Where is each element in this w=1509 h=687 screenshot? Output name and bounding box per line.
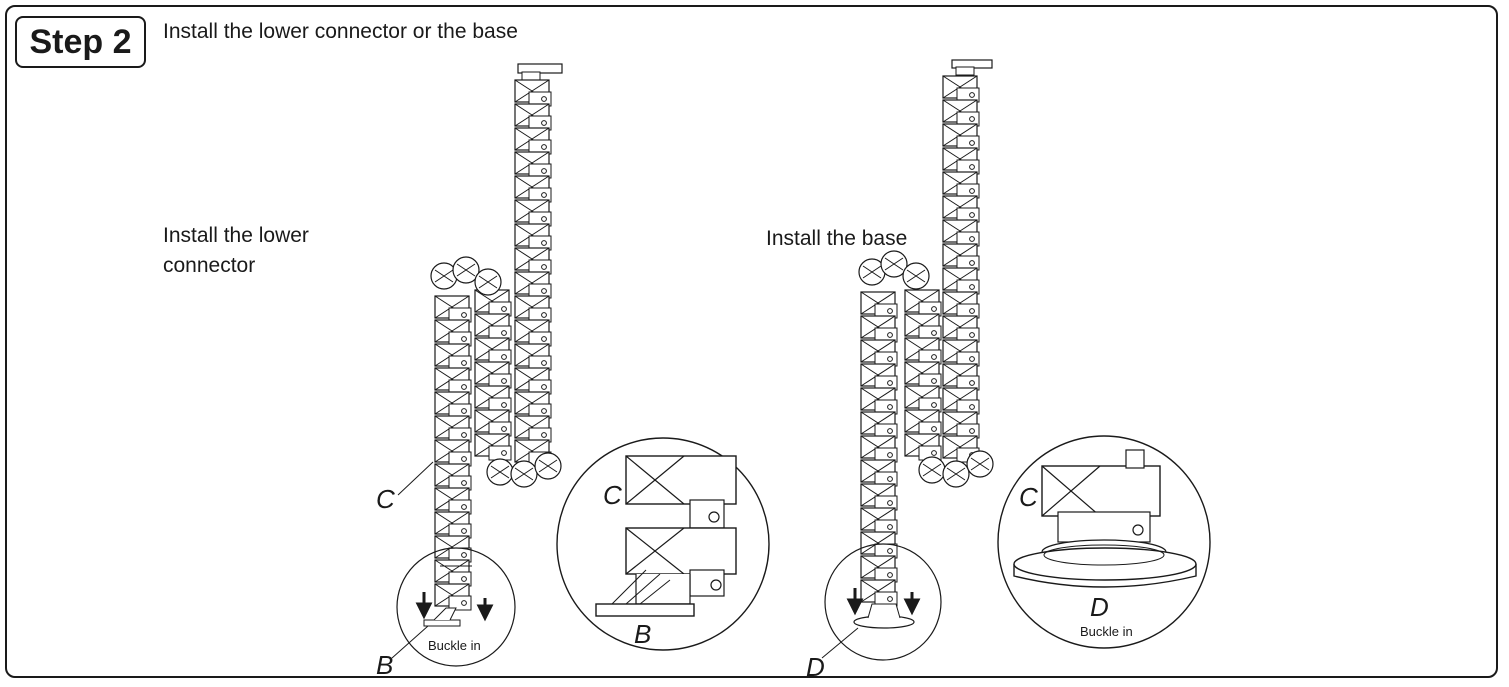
left-detail-zoom [556, 437, 770, 651]
step-badge: Step 2 [15, 16, 146, 68]
right-zoom-label-c: C [1019, 482, 1038, 512]
left-heading-line2: connector [163, 254, 256, 277]
right-buckle-text: Buckle in [1080, 624, 1133, 639]
outer-frame [5, 5, 1498, 678]
left-buckle-text: Buckle in [428, 638, 481, 653]
left-heading-line1: Install the lower [163, 224, 309, 247]
left-cable-chain [430, 63, 563, 611]
right-zoom-label-d: D [1090, 592, 1109, 622]
left-zoom-label-b: B [634, 619, 652, 649]
right-label-d: D [806, 652, 825, 682]
step-title: Install the lower connector or the base [163, 20, 518, 43]
right-detail-zoom [997, 435, 1211, 649]
left-label-c: C [376, 484, 395, 514]
right-cable-chain [858, 59, 994, 607]
left-connector-callout-circle [391, 461, 516, 667]
right-base-callout-circle [821, 543, 942, 661]
left-zoom-label-c: C [603, 480, 622, 510]
right-heading: Install the base [766, 227, 908, 250]
left-label-b: B [376, 650, 394, 680]
